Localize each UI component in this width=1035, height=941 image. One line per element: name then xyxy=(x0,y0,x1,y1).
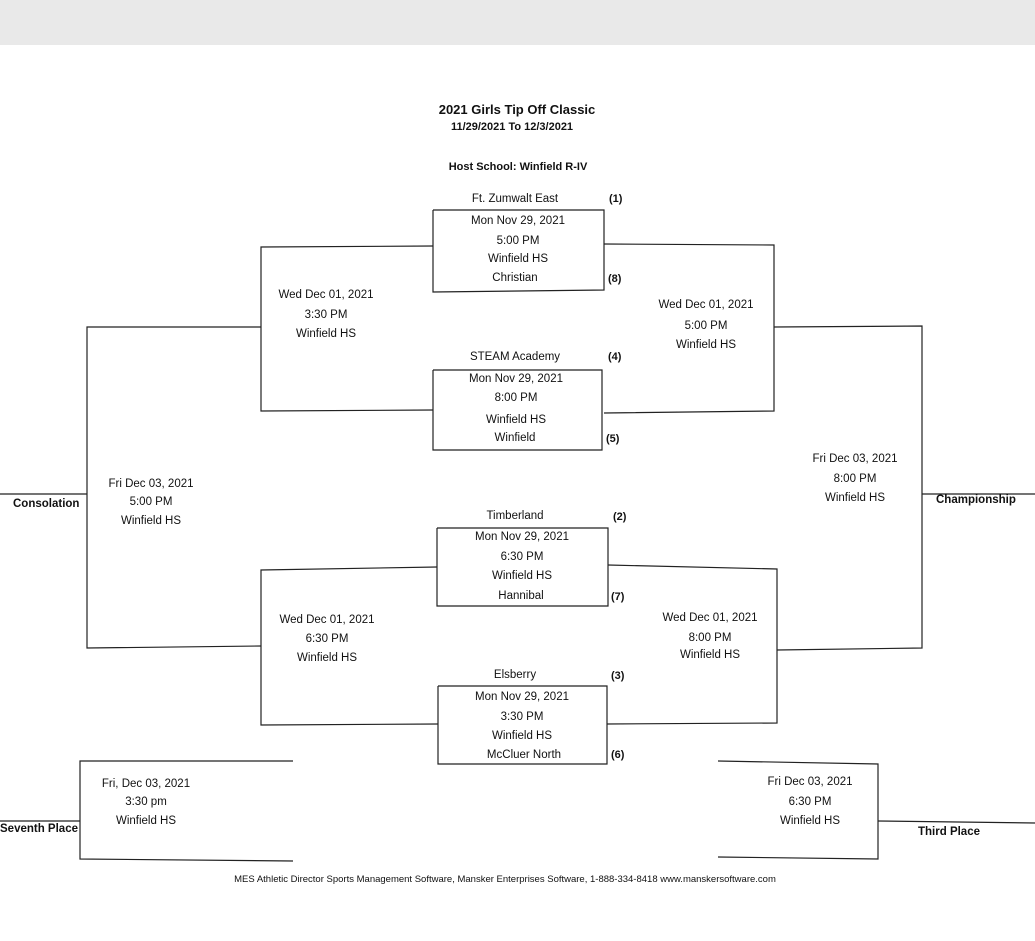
game3-bottom-team: Hannibal xyxy=(498,590,544,602)
consolation-date: Fri Dec 03, 2021 xyxy=(108,478,194,490)
game4-site: Winfield HS xyxy=(491,730,553,742)
seventh-site: Winfield HS xyxy=(115,815,177,827)
game1-bottom-team: Christian xyxy=(492,272,538,284)
right-semi1-site: Winfield HS xyxy=(675,339,737,351)
left-semi2-date: Wed Dec 01, 2021 xyxy=(279,614,375,626)
game2-top-team: STEAM Academy xyxy=(469,351,561,363)
top-toolbar xyxy=(0,0,1035,45)
right-semi1-date: Wed Dec 01, 2021 xyxy=(658,299,754,311)
tournament-dates: 11/29/2021 To 12/3/2021 xyxy=(450,121,574,133)
left-semi1-date: Wed Dec 01, 2021 xyxy=(278,289,374,301)
third-site: Winfield HS xyxy=(779,815,841,827)
game2-bottom-seed: (5) xyxy=(606,433,620,445)
game2-site: Winfield HS xyxy=(485,414,547,426)
game3-top-seed: (2) xyxy=(613,511,627,523)
game4-top-seed: (3) xyxy=(611,670,625,682)
game3-top-team: Timberland xyxy=(486,510,544,522)
game3-date: Mon Nov 29, 2021 xyxy=(475,531,569,543)
game1-site: Winfield HS xyxy=(487,253,549,265)
game2-bottom-team: Winfield xyxy=(494,432,536,444)
game3-bottom-seed: (7) xyxy=(611,591,625,603)
game3-time: 6:30 PM xyxy=(500,551,544,563)
tournament-title: 2021 Girls Tip Off Classic xyxy=(438,102,596,117)
game2-date: Mon Nov 29, 2021 xyxy=(469,373,563,385)
championship-date: Fri Dec 03, 2021 xyxy=(812,453,898,465)
game4-bottom-team: McCluer North xyxy=(486,749,562,761)
seventh-time: 3:30 pm xyxy=(125,796,167,808)
right-semi1-time: 5:00 PM xyxy=(684,320,728,332)
left-semi2-time: 6:30 PM xyxy=(305,633,349,645)
consolation-site: Winfield HS xyxy=(120,515,182,527)
game1-bottom-seed: (8) xyxy=(608,273,622,285)
third-time: 6:30 PM xyxy=(788,796,832,808)
game2-time: 8:00 PM xyxy=(494,392,538,404)
game1-top-seed: (1) xyxy=(609,193,623,205)
game4-bottom-seed: (6) xyxy=(611,749,625,761)
right-semi2-time: 8:00 PM xyxy=(688,632,732,644)
seventh-date: Fri, Dec 03, 2021 xyxy=(101,778,191,790)
championship-site: Winfield HS xyxy=(824,492,886,504)
game4-time: 3:30 PM xyxy=(500,711,544,723)
game2-top-seed: (4) xyxy=(608,351,622,363)
seventh-label: Seventh Place xyxy=(0,823,78,835)
game1-time: 5:00 PM xyxy=(496,235,540,247)
host-school: Host School: Winfield R-IV xyxy=(448,161,588,173)
game1-top-team: Ft. Zumwalt East xyxy=(471,193,559,205)
left-semi1-time: 3:30 PM xyxy=(304,309,348,321)
championship-label: Championship xyxy=(936,494,1016,506)
right-semi2-site: Winfield HS xyxy=(679,649,741,661)
game3-site: Winfield HS xyxy=(491,570,553,582)
footer-credit: MES Athletic Director Sports Management … xyxy=(234,874,776,885)
third-date: Fri Dec 03, 2021 xyxy=(767,776,853,788)
left-semi2-site: Winfield HS xyxy=(296,652,358,664)
championship-time: 8:00 PM xyxy=(833,473,877,485)
game1-date: Mon Nov 29, 2021 xyxy=(471,215,565,227)
left-semi1-site: Winfield HS xyxy=(295,328,357,340)
consolation-label: Consolation xyxy=(13,498,80,510)
third-label: Third Place xyxy=(918,826,980,838)
game4-top-team: Elsberry xyxy=(493,669,537,681)
consolation-time: 5:00 PM xyxy=(129,496,173,508)
right-semi2-date: Wed Dec 01, 2021 xyxy=(662,612,758,624)
game4-date: Mon Nov 29, 2021 xyxy=(475,691,569,703)
